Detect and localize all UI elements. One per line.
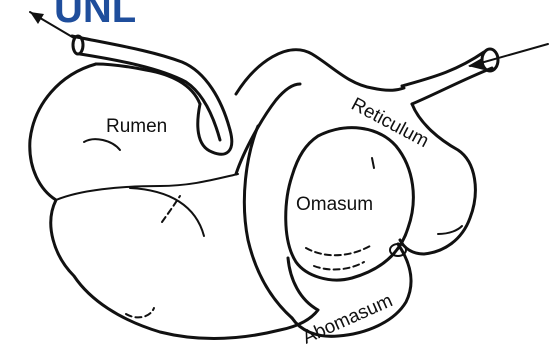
- label-omasum: Omasum: [296, 194, 373, 215]
- label-reticulum: Reticulum: [348, 94, 432, 152]
- abomasum-dash-1: [306, 246, 370, 255]
- rumen-fold-2: [56, 174, 238, 200]
- rumen-fold-3: [130, 188, 204, 236]
- banner-text: UNL: [54, 0, 136, 31]
- reticulum-outline: [236, 50, 404, 94]
- esophagus: [402, 49, 498, 104]
- entry-arrow: [468, 44, 548, 70]
- abomasum-outline: [236, 84, 300, 174]
- rumen-fold-1: [84, 139, 120, 150]
- label-abomasum: Abomasum: [299, 290, 395, 348]
- label-rumen: Rumen: [106, 116, 167, 137]
- rumen-dash-1: [162, 196, 180, 222]
- abomasum-dash-2: [314, 262, 364, 269]
- rumen-dash-2: [126, 308, 154, 317]
